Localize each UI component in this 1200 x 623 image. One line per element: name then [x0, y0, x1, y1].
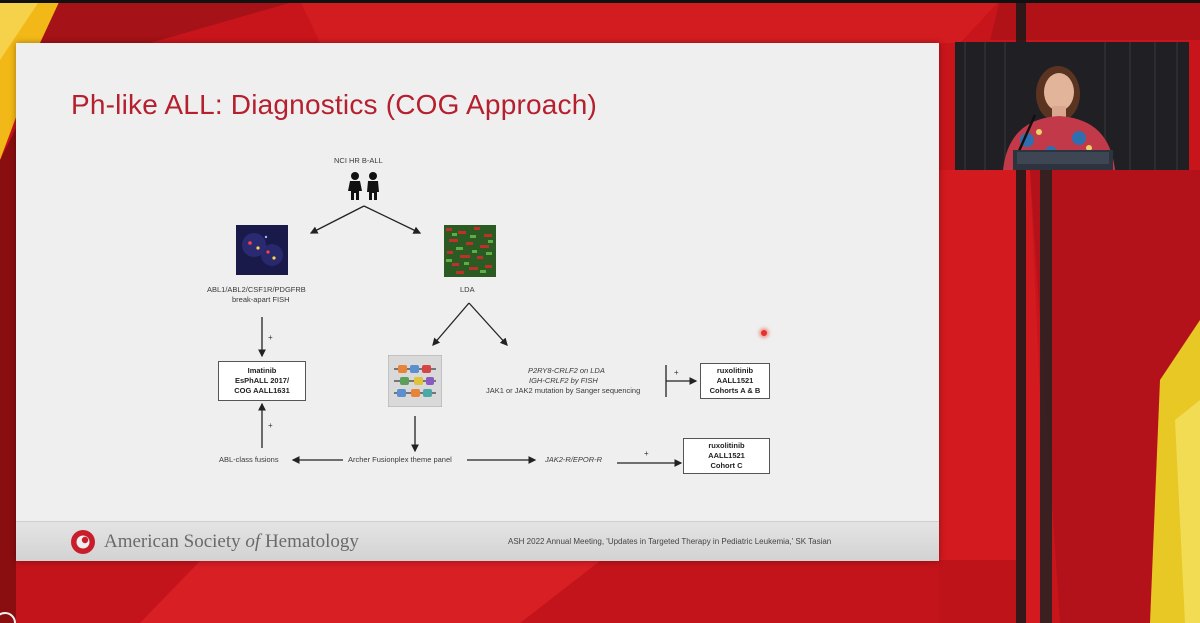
slide-title: Ph-like ALL: Diagnostics (COG Approach) [71, 89, 598, 120]
ash-organization-name: American Society of Hematology [104, 531, 359, 553]
root-label: NCI HR B-ALL [334, 156, 383, 165]
crlf2-line2: IGH-CRLF2 by FISH [529, 376, 598, 385]
ruxolitinib-cohort-c-box: ruxolitinib AALL1521 Cohort C [683, 438, 770, 474]
plus-sign-jak2: + [644, 449, 649, 458]
ruxolitinib-cohorts-ab-box: ruxolitinib AALL1521 Cohorts A & B [700, 363, 770, 399]
ash-logo-icon [71, 530, 95, 554]
presentation-slide: Ph-like ALL: Diagnostics (COG Approach) [16, 43, 939, 561]
jak2-label: JAK2-R/EPOR-R [545, 455, 603, 464]
imatinib-box-line2: EsPhALL 2017/ [234, 376, 290, 385]
imatinib-box: Imatinib EsPhALL 2017/ COG AALL1631 [218, 361, 306, 401]
ash-name-part3: Hematology [260, 531, 359, 552]
lda-label: LDA [460, 285, 475, 294]
rux-c-line2: AALL1521 [708, 451, 745, 460]
corner-watermark-logo [0, 612, 16, 623]
ash-name-part2: of [245, 531, 261, 552]
footer-caption: ASH 2022 Annual Meeting, 'Updates in Tar… [508, 537, 832, 546]
rux-ab-line3: Cohorts A & B [709, 386, 761, 395]
speaker-video-feed [955, 42, 1189, 170]
ash-name-part1: American Society [104, 531, 246, 552]
abl-fusions-label: ABL-class fusions [219, 455, 279, 464]
fish-label-line2: break-apart FISH [232, 295, 290, 304]
rux-ab-line1: ruxolitinib [716, 366, 754, 375]
rux-c-line1: ruxolitinib [708, 441, 745, 450]
crlf2-line1: P2RY8-CRLF2 on LDA [528, 366, 605, 375]
laser-pointer-dot [761, 330, 767, 336]
imatinib-box-line3: COG AALL1631 [234, 386, 290, 395]
speaker-image [955, 42, 1189, 170]
rux-c-line3: Cohort C [710, 461, 743, 470]
plus-sign-fish: + [268, 333, 273, 342]
slide-footer: American Society of Hematology ASH 2022 … [16, 521, 939, 561]
fish-label-line1: ABL1/ABL2/CSF1R/PDGFRB [207, 285, 306, 294]
plus-sign-crlf2: + [674, 368, 679, 377]
fusion-panel-image [388, 355, 442, 407]
archer-panel-label: Archer Fusionplex theme panel [348, 455, 452, 464]
two-children-icon [348, 172, 379, 200]
crlf2-line3: JAK1 or JAK2 mutation by Sanger sequenci… [486, 386, 641, 395]
fish-microscopy-image [236, 225, 288, 275]
plus-sign-abl: + [268, 421, 273, 430]
imatinib-box-line1: Imatinib [247, 366, 277, 375]
rux-ab-line2: AALL1521 [716, 376, 754, 385]
lda-heatmap-image [444, 225, 496, 277]
